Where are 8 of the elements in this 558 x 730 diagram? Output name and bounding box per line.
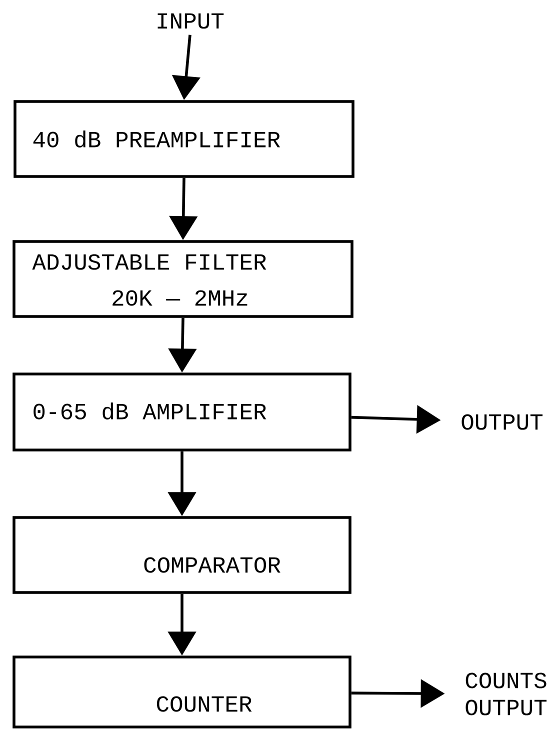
output-label: COUNTS OUTPUT [466,672,547,716]
block-box: 40 dB PREAMPLIFIER [14,100,354,178]
block-box: 0-65 dB AMPLIFIER [12,372,352,452]
output-label: OUTPUT [462,414,543,430]
block-box: ADJUSTABLE FILTER 20K — 2MHz [12,240,354,318]
input-label: INPUT [158,13,224,29]
block-box: COUNTER [12,656,352,728]
block-box: COMPARATOR [12,516,352,594]
